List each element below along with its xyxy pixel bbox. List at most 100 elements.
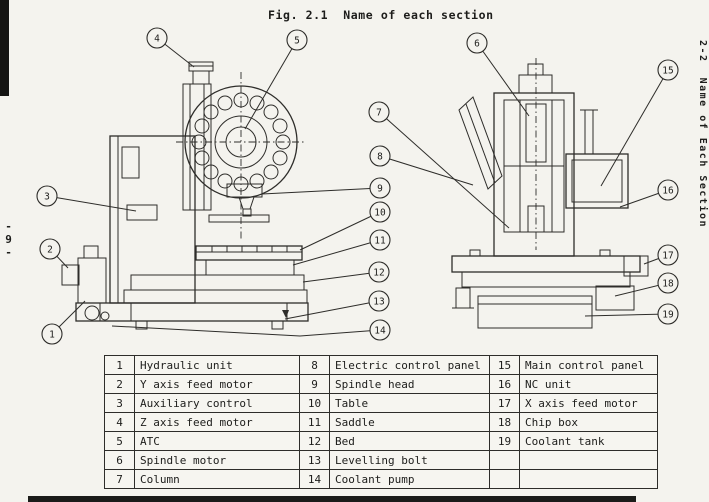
svg-text:4: 4 xyxy=(154,34,160,45)
callout-18: 18 xyxy=(614,272,679,297)
table-row: 6 Spindle motor 13 Levelling bolt xyxy=(104,450,658,470)
callout-13: 13 xyxy=(284,290,390,320)
svg-text:14: 14 xyxy=(374,326,386,337)
part-name-cell: Coolant tank xyxy=(519,431,658,451)
svg-text:8: 8 xyxy=(377,152,383,163)
table-row: 5 ATC 12 Bed 19 Coolant tank xyxy=(104,431,658,451)
bed-shape xyxy=(130,274,305,291)
part-number-cell: 11 xyxy=(299,412,330,432)
svg-text:13: 13 xyxy=(373,297,384,308)
callout-15: 15 xyxy=(600,59,679,187)
part-name-cell: Spindle head xyxy=(329,374,490,394)
part-name-cell: Coolant pump xyxy=(329,469,490,489)
part-name-cell: NC unit xyxy=(519,374,658,394)
callout-4: 4 xyxy=(146,27,195,68)
front-view-drawing xyxy=(61,61,309,330)
callout-2: 2 xyxy=(39,238,69,269)
scan-edge-bar-left xyxy=(0,0,9,96)
svg-text:10: 10 xyxy=(374,208,386,219)
scan-edge-bar-bottom xyxy=(28,496,636,502)
callout-7: 7 xyxy=(368,101,510,229)
table-row: 1 Hydraulic unit 8 Electric control pane… xyxy=(104,355,658,375)
part-name-cell: Levelling bolt xyxy=(329,450,490,470)
page-number: -9- xyxy=(2,220,15,259)
svg-text:15: 15 xyxy=(662,66,673,77)
callout-3: 3 xyxy=(36,185,137,212)
part-number-cell: 18 xyxy=(489,412,520,432)
callout-8: 8 xyxy=(369,145,474,186)
part-number-cell: 10 xyxy=(299,393,330,413)
part-number-cell: 2 xyxy=(104,374,135,394)
part-number-cell: 12 xyxy=(299,431,330,451)
part-number-cell: 8 xyxy=(299,355,330,375)
svg-text:12: 12 xyxy=(373,268,384,279)
callout-5: 5 xyxy=(244,29,308,130)
side-base-shape xyxy=(451,249,641,288)
part-number-cell-empty xyxy=(489,469,520,489)
part-name-cell: Saddle xyxy=(329,412,490,432)
svg-text:1: 1 xyxy=(49,330,55,341)
part-number-cell: 15 xyxy=(489,355,520,375)
spindle-motor-shape xyxy=(518,63,553,94)
callouts: 1 2 3 4 5 6 7 xyxy=(36,27,679,345)
svg-text:16: 16 xyxy=(662,186,674,197)
part-name-cell: Chip box xyxy=(519,412,658,432)
part-number-cell: 4 xyxy=(104,412,135,432)
part-name-cell: Spindle motor xyxy=(134,450,300,470)
svg-text:5: 5 xyxy=(294,36,300,47)
part-name-cell: ATC xyxy=(134,431,300,451)
part-number-cell: 7 xyxy=(104,469,135,489)
part-name-cell: Electric control panel xyxy=(329,355,490,375)
hydraulic-unit-shape xyxy=(77,245,107,304)
figure-title: Fig. 2.1 Name of each section xyxy=(268,8,494,22)
part-name-cell: Bed xyxy=(329,431,490,451)
part-name-cell: Z axis feed motor xyxy=(134,412,300,432)
part-number-cell: 1 xyxy=(104,355,135,375)
spindle-head-shape xyxy=(208,183,270,223)
table-row: 7 Column 14 Coolant pump xyxy=(104,469,658,489)
svg-text:17: 17 xyxy=(662,251,673,262)
side-foot-shape xyxy=(452,287,474,309)
part-number-cell: 13 xyxy=(299,450,330,470)
column-shape xyxy=(109,135,196,304)
svg-text:7: 7 xyxy=(376,108,382,119)
part-name-cell: Hydraulic unit xyxy=(134,355,300,375)
part-number-cell: 6 xyxy=(104,450,135,470)
section-side-label: 2-2 Name of Each Section xyxy=(697,40,708,229)
svg-text:3: 3 xyxy=(44,192,50,203)
electric-control-panel-shape xyxy=(458,96,503,190)
part-number-cell: 17 xyxy=(489,393,520,413)
callout-1: 1 xyxy=(41,300,86,345)
part-number-cell: 16 xyxy=(489,374,520,394)
callout-16: 16 xyxy=(619,179,679,208)
callout-11: 11 xyxy=(292,229,391,266)
part-name-cell-empty xyxy=(519,450,658,470)
side-view-drawing xyxy=(451,58,649,329)
svg-text:18: 18 xyxy=(662,279,674,290)
callout-6: 6 xyxy=(466,32,530,117)
part-number-cell-empty xyxy=(489,450,520,470)
atc-carousel xyxy=(184,85,298,199)
svg-text:19: 19 xyxy=(662,310,674,321)
side-column-shape xyxy=(493,92,575,257)
part-name-cell: Main control panel xyxy=(519,355,658,375)
levelling-bolt-shape xyxy=(135,310,289,330)
callout-14: 14 xyxy=(111,319,391,341)
part-name-cell-empty xyxy=(519,469,658,489)
saddle-shape xyxy=(205,259,295,276)
control-panel-shape xyxy=(565,109,629,209)
part-name-cell: X axis feed motor xyxy=(519,393,658,413)
part-number-cell: 5 xyxy=(104,431,135,451)
svg-text:11: 11 xyxy=(374,236,386,247)
y-axis-motor-shape xyxy=(61,264,80,286)
machine-base-shape xyxy=(75,302,309,322)
x-axis-motor-shape xyxy=(623,255,649,277)
svg-text:2: 2 xyxy=(47,245,53,256)
part-number-cell: 14 xyxy=(299,469,330,489)
callout-10: 10 xyxy=(299,201,391,251)
callout-17: 17 xyxy=(643,244,679,266)
svg-text:9: 9 xyxy=(377,184,383,195)
part-name-cell: Table xyxy=(329,393,490,413)
table-row: 2 Y axis feed motor 9 Spindle head 16 NC… xyxy=(104,374,658,394)
